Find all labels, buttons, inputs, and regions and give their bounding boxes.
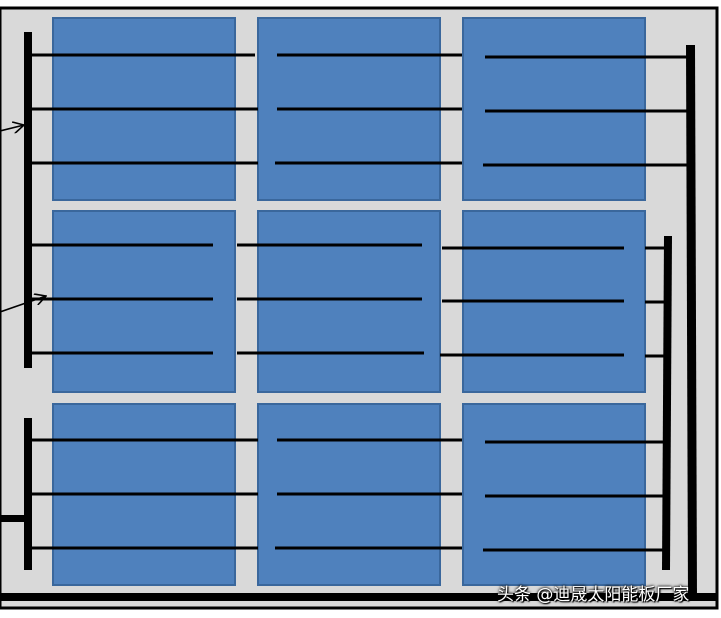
watermark-text: 头条 @迪晟太阳能板厂家 — [497, 585, 690, 605]
bus-bar-left-bottom — [24, 418, 32, 570]
bus-bar-right-outer — [686, 45, 697, 600]
solar-cell-r2-c2 — [257, 210, 441, 393]
bus-bar-right-inner — [662, 236, 672, 570]
bus-bar-left-top — [24, 32, 32, 368]
current-arrows — [0, 125, 46, 313]
bus-bar-left-lead — [0, 515, 30, 522]
arrow-middle — [0, 296, 46, 313]
arrow-top — [0, 125, 24, 131]
bus-bars — [0, 32, 717, 601]
ribbon-lines — [30, 53, 690, 552]
solar-cell-r1-c3 — [462, 17, 646, 201]
solar-cell-r2-c1 — [52, 210, 236, 393]
bus-bar-bottom — [0, 593, 717, 601]
